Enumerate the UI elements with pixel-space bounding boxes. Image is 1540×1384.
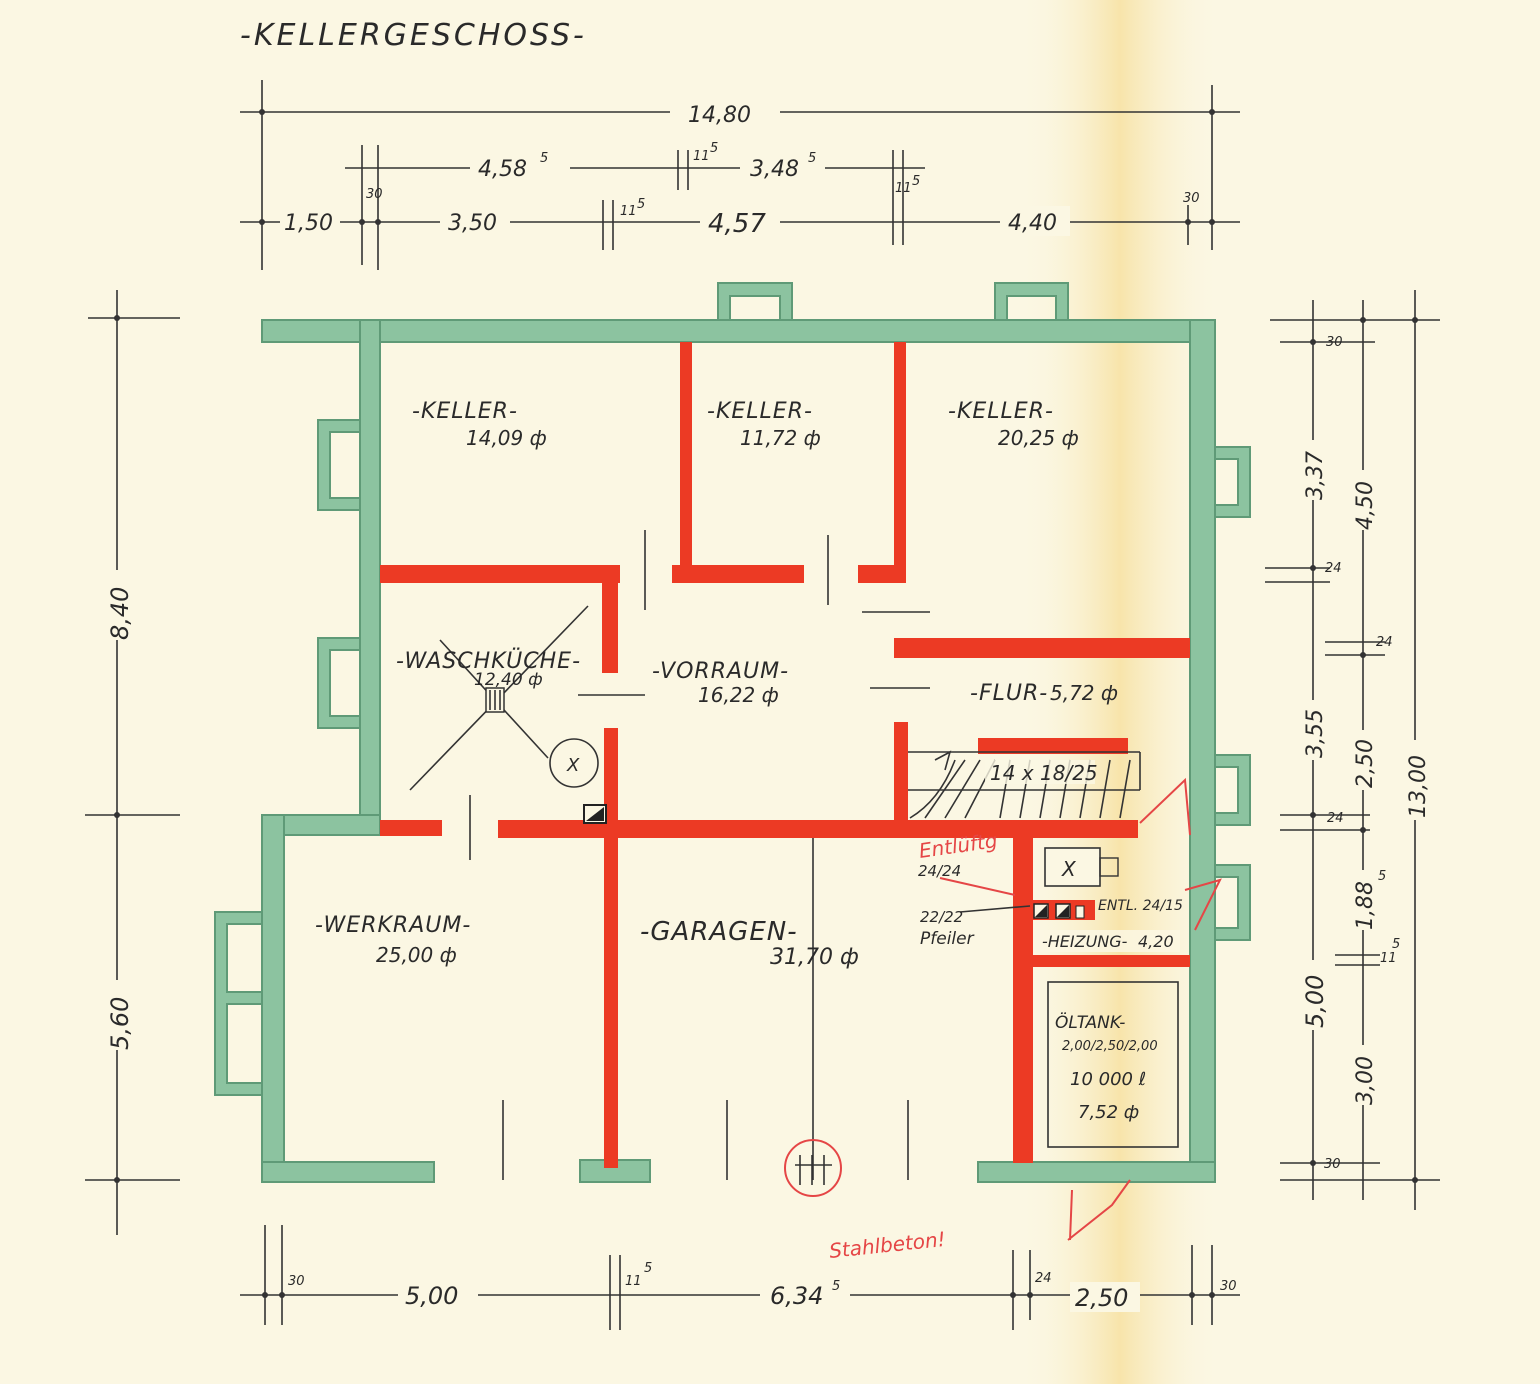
room-heizung-area: 4,20 [1138, 932, 1174, 951]
room-vorraum-area: 16,22 ф [698, 683, 779, 707]
dim-top-row3-gap: 11 [620, 204, 637, 219]
bottom-dimensions: 30 5,00 11 5 6,34 5 24 2,50 30 [240, 1225, 1240, 1330]
dim-top-row2-gap2-sup: 5 [912, 174, 920, 189]
room-vorraum-name: -VORRAUM- [652, 659, 789, 684]
svg-text:X: X [1061, 857, 1077, 881]
dim-right-a: 3,37 [1303, 451, 1328, 500]
dim-bottom-c: 2,50 [1075, 1284, 1128, 1312]
room-werkraum-area: 25,00 ф [376, 943, 457, 967]
dim-top-row2-b-sup: 5 [808, 151, 816, 166]
dim-top-row3-w2: 30 [1183, 191, 1200, 206]
room-flur-name: -FLUR- [970, 681, 1048, 706]
dim-right-f: 2,50 [1353, 739, 1378, 788]
dim-top-row3-c: 4,57 [708, 209, 766, 239]
dim-top-row2-b: 3,48 [750, 157, 799, 182]
room-keller-2-name: -KELLER- [707, 399, 813, 424]
dim-right-d: 24 [1376, 635, 1393, 650]
room-flur-area: 5,72 ф [1050, 681, 1118, 705]
tank-volume: 10 000 ℓ [1070, 1069, 1146, 1090]
inner-walls [380, 342, 1190, 1168]
dim-left-lower: 5,60 [106, 997, 134, 1050]
dim-bottom-w2: 24 [1035, 1271, 1052, 1286]
dim-right-h: 1,88 [1353, 881, 1378, 930]
dim-top-row3-b: 3,50 [448, 211, 497, 236]
dim-right-total: 13,00 [1406, 755, 1431, 818]
room-werkraum-name: -WERKRAUM- [315, 913, 471, 938]
dim-bottom-b-sup: 5 [832, 1279, 840, 1294]
dim-bottom-gap-sup: 5 [644, 1261, 652, 1276]
dim-top-row2-gap: 11 [693, 149, 710, 164]
dim-bottom-b: 6,34 [770, 1282, 823, 1310]
dim-top-row2-gap-sup: 5 [710, 141, 718, 156]
right-dimensions: 30 3,37 4,50 24 24 3,55 2,50 13,00 24 1,… [1265, 290, 1440, 1210]
dim-top-row2-a-sup: 5 [540, 151, 548, 166]
plan-title: -KELLERGESCHOSS- [240, 18, 587, 53]
left-dimensions: 8,40 5,60 [85, 290, 180, 1235]
floor-drain-icon [409, 605, 589, 791]
room-garagen-area: 31,70 ф [770, 945, 859, 970]
room-heizung-name: -HEIZUNG- [1042, 932, 1128, 951]
dim-right-w-top: 30 [1326, 335, 1343, 350]
pillar-word: Pfeiler [920, 929, 975, 949]
vent-size: 24/24 [918, 862, 961, 880]
dim-top-total: 14,80 [688, 103, 751, 128]
room-keller-3-area: 20,25 ф [998, 426, 1079, 450]
round-drain-icon: X [549, 738, 599, 788]
room-keller-1-name: -KELLER- [412, 399, 518, 424]
dim-top-row3-d: 4,40 [1008, 211, 1057, 236]
svg-text:X: X [566, 755, 580, 776]
openings [469, 530, 930, 1180]
outer-walls [214, 282, 1251, 1183]
dim-right-b: 4,50 [1353, 481, 1378, 530]
dim-top-row3-a: 1,50 [284, 211, 333, 236]
dim-right-i-sup: 5 [1392, 937, 1400, 952]
room-keller-1-area: 14,09 ф [466, 426, 547, 450]
top-dimensions: 14,80 4,58 5 11 5 3,48 5 11 5 1,50 30 3,… [240, 80, 1240, 270]
room-garagen-name: -GARAGEN- [640, 917, 798, 947]
dim-right-g: 24 [1327, 811, 1344, 826]
room-labels: -KELLER- 14,09 ф -KELLER- 11,72 ф -KELLE… [315, 399, 1180, 1123]
dim-bottom-w1: 30 [288, 1274, 305, 1289]
dim-bottom-w3: 30 [1220, 1279, 1237, 1294]
dim-top-row3-w1: 30 [366, 187, 383, 202]
dim-right-h-sup: 5 [1378, 869, 1386, 884]
dim-right-e: 3,55 [1303, 709, 1328, 758]
pillar-size: 22/22 [920, 908, 963, 926]
dim-right-j: 5,00 [1301, 975, 1329, 1028]
heating-equipment: X [1033, 847, 1119, 919]
stairs-label: 14 x 18/25 [990, 761, 1098, 785]
steel-note: Stahlbeton! [828, 1227, 947, 1263]
dim-right-i: 11 [1380, 951, 1397, 966]
room-waschkueche-area: 12,40 ф [474, 670, 543, 690]
dim-right-k: 3,00 [1353, 1056, 1378, 1105]
dim-top-row2-a: 4,58 [478, 157, 527, 182]
tank-dims: 2,00/2,50/2,00 [1062, 1039, 1158, 1054]
ink-annotations: 24/24 22/22 Pfeiler ENTL. 24/15 [918, 862, 1183, 949]
room-oeltank-area: 7,52 ф [1078, 1102, 1139, 1123]
room-waschkueche-name: -WASCHKÜCHE- [396, 648, 581, 674]
staircase: 14 x 18/25 [908, 750, 1141, 819]
dim-top-row2-gap2: 11 [895, 181, 912, 196]
dim-top-row3-gap-sup: 5 [637, 197, 645, 212]
dim-right-c: 24 [1325, 561, 1342, 576]
dim-bottom-a: 5,00 [405, 1282, 458, 1310]
room-oeltank-name: ÖLTANK- [1055, 1011, 1125, 1033]
room-keller-3-name: -KELLER- [948, 399, 1054, 424]
dim-right-w-bottom: 30 [1324, 1157, 1341, 1172]
dim-left-upper: 8,40 [106, 587, 134, 640]
oil-tank [1047, 981, 1179, 1148]
entl-label: ENTL. 24/15 [1098, 898, 1183, 914]
room-keller-2-area: 11,72 ф [740, 426, 821, 450]
dim-bottom-gap: 11 [625, 1274, 642, 1289]
